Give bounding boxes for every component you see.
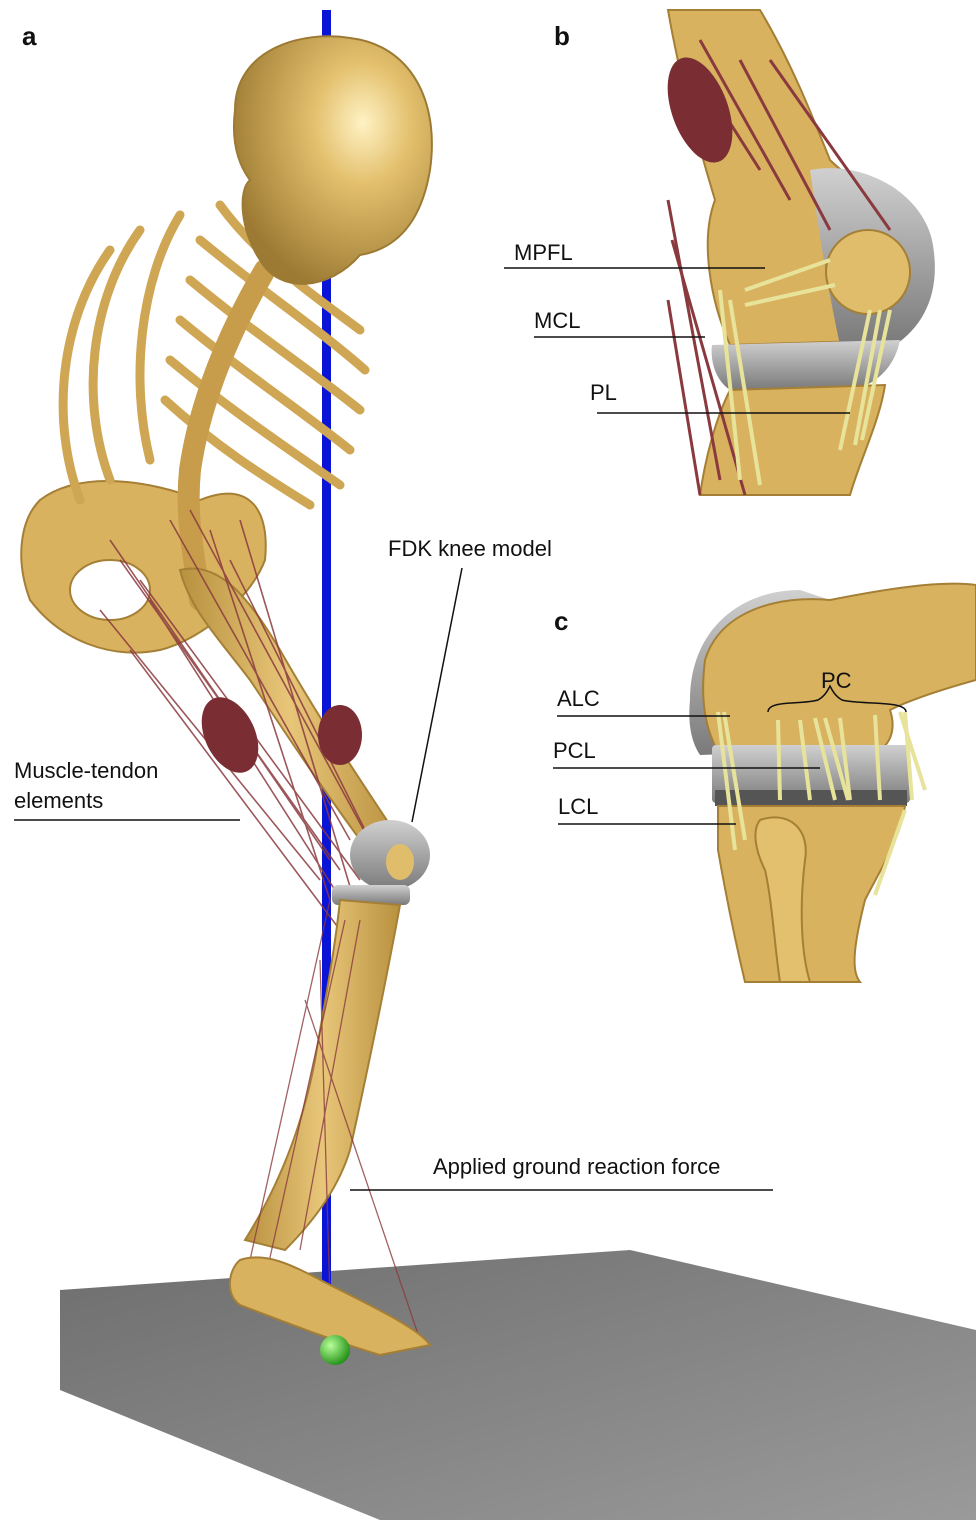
panel-b-patella bbox=[826, 230, 910, 314]
label-lcl: LCL bbox=[558, 794, 598, 819]
label-pc: PC bbox=[821, 668, 852, 693]
label-pl: PL bbox=[590, 380, 617, 405]
label-muscle-tendon-line2: elements bbox=[14, 788, 103, 813]
patella bbox=[386, 844, 414, 880]
panel-b: b MPFL bbox=[504, 10, 935, 495]
label-pcl: PCL bbox=[553, 738, 596, 763]
label-alc: ALC bbox=[557, 686, 600, 711]
label-mpfl: MPFL bbox=[514, 240, 573, 265]
label-fdk-knee-model: FDK knee model bbox=[388, 536, 552, 561]
label-mcl: MCL bbox=[534, 308, 580, 333]
pelvis-foramen bbox=[70, 560, 150, 620]
panel-c: c ALC PC PCL LCL bbox=[553, 584, 976, 982]
panel-a-letter: a bbox=[22, 21, 37, 51]
contact-point-sphere bbox=[320, 1335, 350, 1365]
label-applied-grf: Applied ground reaction force bbox=[433, 1154, 720, 1179]
quadriceps-muscle bbox=[318, 705, 362, 765]
label-muscle-tendon-line1: Muscle-tendon bbox=[14, 758, 158, 783]
skull bbox=[234, 36, 432, 284]
leader-fdk-knee-model bbox=[412, 568, 462, 822]
panel-b-letter: b bbox=[554, 21, 570, 51]
ground-plane bbox=[60, 1250, 976, 1520]
panel-c-letter: c bbox=[554, 606, 568, 636]
